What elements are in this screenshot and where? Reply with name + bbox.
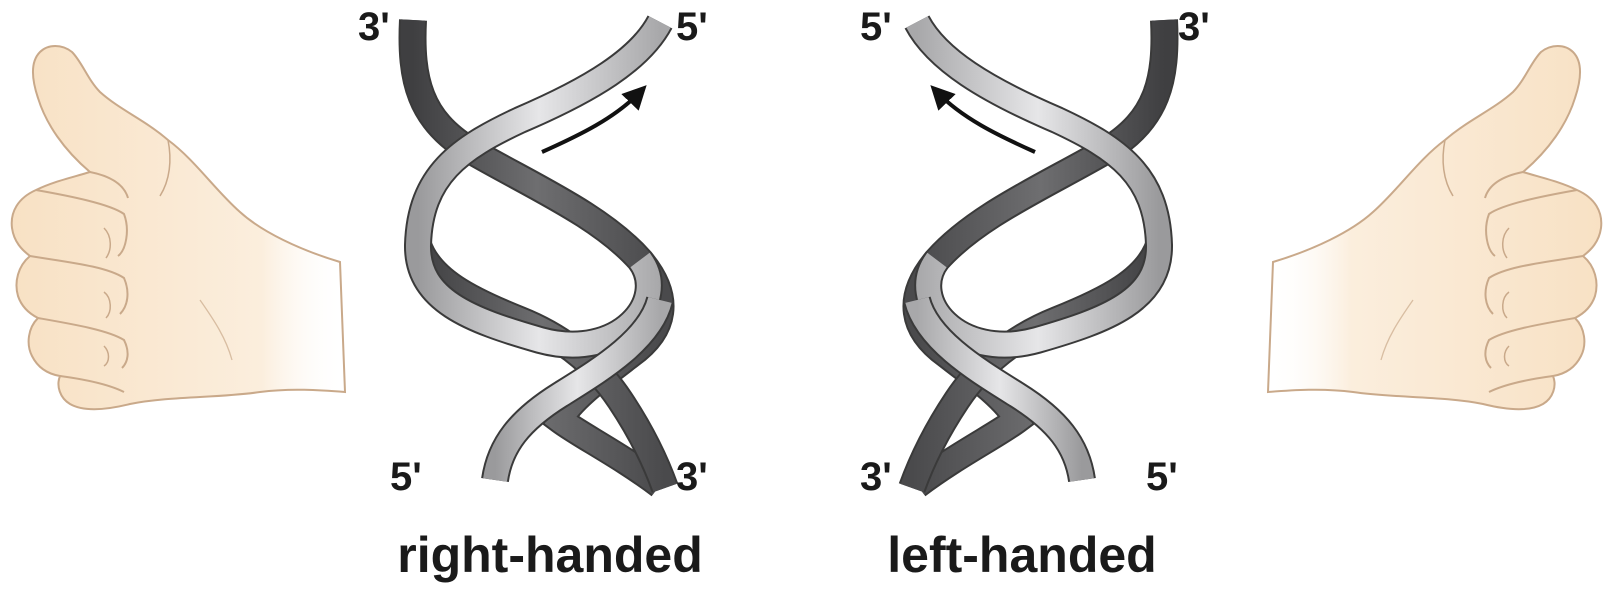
right-helix-bottom-right-end-label: 3' [676, 455, 708, 499]
left-helix-bottom-left-end-label: 3' [860, 455, 892, 499]
right-helix-top-left-end-label: 3' [358, 5, 390, 49]
right-helix-bottom-left-end-label: 5' [390, 455, 422, 499]
left-helix-top-right-end-label: 3' [1178, 5, 1210, 49]
left-handed-caption: left-handed [887, 527, 1156, 583]
right-hand-thumbs-up-icon [12, 46, 345, 409]
right-handed-helix [413, 20, 665, 488]
left-handed-helix [912, 20, 1164, 488]
left-helix-top-left-end-label: 5' [860, 5, 892, 49]
left-helix-bottom-right-end-label: 5' [1146, 455, 1178, 499]
right-handed-caption: right-handed [397, 527, 703, 583]
left-hand-thumbs-up-icon [1268, 46, 1601, 409]
right-helix-top-right-end-label: 5' [676, 5, 708, 49]
